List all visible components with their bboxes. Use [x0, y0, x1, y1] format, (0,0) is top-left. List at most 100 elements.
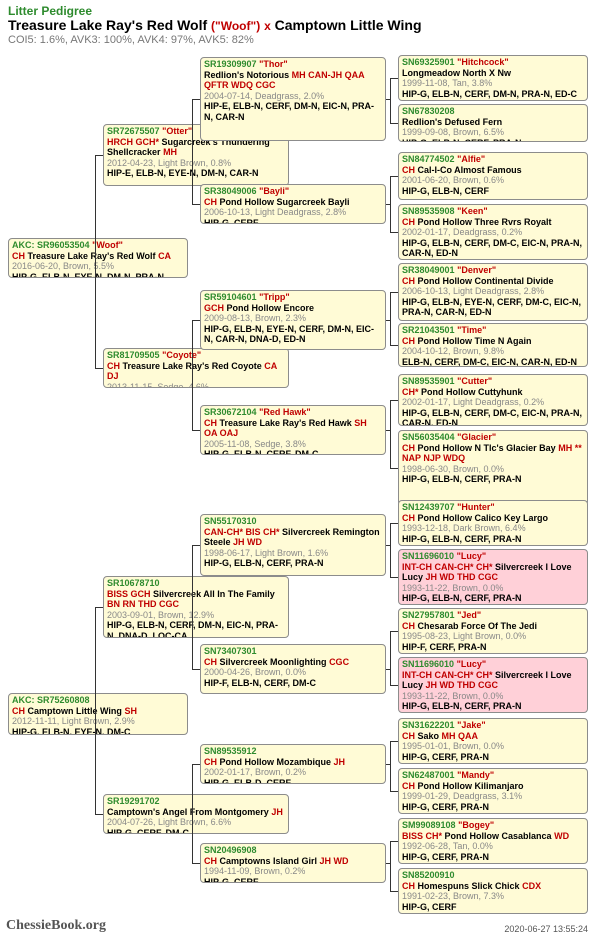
dog-name[interactable]: Sako — [417, 730, 440, 741]
registration-number: SR10678710 — [107, 578, 160, 588]
dog-card[interactable]: SN62487001 "Mandy"CH Pond Hollow Kiliman… — [398, 768, 588, 814]
dog-card[interactable]: SM99089108 "Bogey"BISS CH* Pond Hollow C… — [398, 818, 588, 864]
dog-name[interactable]: Pond Hollow Casablanca — [444, 830, 552, 841]
dog-name[interactable]: Silvercreek Remington Steele — [204, 526, 380, 548]
dog-name[interactable]: Treasure Lake Ray's Red Wolf — [27, 250, 156, 261]
registration-line: SN84774502 "Alfie" — [402, 154, 584, 165]
dog-card[interactable]: SN27957801 "Jed"CH Chesarab Force Of The… — [398, 608, 588, 654]
dog-name[interactable]: Camptown Little Wing — [27, 705, 122, 716]
sire-name[interactable]: Treasure Lake Ray's Red Wolf — [8, 17, 208, 33]
dog-name[interactable]: Longmeadow North X Nw — [402, 67, 511, 78]
dog-name[interactable]: Silvercreek All In The Family — [153, 588, 275, 599]
title-prefix: CH — [402, 164, 415, 175]
registration-number: SN11696010 — [402, 659, 455, 669]
dog-info: 2004-07-26, Light Brown, 6.6% — [107, 817, 232, 827]
dog-info: 2006-10-13, Light Deadgrass, 2.8% — [402, 286, 545, 296]
site-logo[interactable]: ChessieBook.org — [6, 918, 106, 933]
litter-title: Treasure Lake Ray's Red Wolf ("Woof") x … — [8, 17, 422, 33]
title-suffix: MH — [163, 147, 178, 157]
registration-line: AKC: SR75260808 — [12, 695, 184, 706]
dog-card[interactable]: SR21043501 "Time"CH Pond Hollow Time N A… — [398, 323, 588, 367]
dog-name[interactable]: Silvercreek Moonlighting — [219, 656, 327, 667]
dog-card[interactable]: SR30672104 "Red Hawk"CH Treasure Lake Ra… — [200, 405, 386, 455]
dog-name[interactable]: Redlion's Defused Fern — [402, 116, 503, 127]
registration-line: SN11696010 "Lucy" — [402, 551, 584, 562]
dog-card[interactable]: SN12439707 "Hunter"CH Pond Hollow Calico… — [398, 500, 588, 546]
name-line: CH Treasure Lake Ray's Red Wolf CA — [12, 251, 184, 262]
dog-card[interactable]: SN89535908 "Keen"CH Pond Hollow Three Rv… — [398, 204, 588, 260]
section-title: Litter Pedigree — [8, 4, 93, 18]
registration-number: SN20496908 — [204, 845, 257, 855]
dog-name[interactable]: Camptowns Island Girl — [219, 855, 318, 866]
dog-name[interactable]: Pond Hollow Encore — [226, 302, 315, 313]
dog-card[interactable]: SN11696010 "Lucy"INT-CH CAN-CH* CH* Silv… — [398, 549, 588, 605]
call-name: "Hitchcock" — [457, 57, 509, 67]
title-prefix: CH — [402, 620, 415, 631]
dog-name[interactable]: Camptown's Angel From Montgomery — [107, 806, 269, 817]
registration-line: SN11696010 "Lucy" — [402, 659, 584, 670]
name-line: CH Pond Hollow N Tlc's Glacier Bay MH **… — [402, 443, 584, 464]
health-clearances: HIP-G, ELB-D, CERF — [204, 777, 291, 784]
health-clearances: HIP-G, ELB-N, CERF, DM-C, EIC-N, PRA-N, … — [402, 407, 582, 426]
dog-name[interactable]: Silvercreek I Love Lucy — [402, 669, 572, 691]
dog-name[interactable]: Silvercreek I Love Lucy — [402, 561, 572, 583]
registration-line: SR59104601 "Tripp" — [204, 292, 382, 303]
registration-line: SN67830208 — [402, 106, 584, 117]
dog-name[interactable]: Pond Hollow Continental Divide — [417, 275, 554, 286]
dog-name[interactable]: Sugarcreek's Thundering Shellcracker — [107, 136, 270, 158]
registration-number: SM99089108 — [402, 820, 456, 830]
registration-line: SN69325901 "Hitchcock" — [402, 57, 584, 68]
dog-name[interactable]: Pond Hollow Mozambique — [219, 756, 332, 767]
health-clearances: HIP-G, ELB-N, CERF, PRA-N — [204, 558, 324, 568]
dog-name[interactable]: Cal-I-Co Almost Famous — [417, 164, 522, 175]
connector-line — [390, 400, 391, 469]
dog-card[interactable]: SN11696010 "Lucy"INT-CH CAN-CH* CH* Silv… — [398, 657, 588, 713]
dog-info: 2009-08-13, Brown, 2.3% — [204, 313, 307, 323]
title-prefix: GCH — [204, 302, 224, 313]
dog-card[interactable]: SR81709505 "Coyote"CH Treasure Lake Ray'… — [103, 348, 289, 388]
dog-name[interactable]: Redlion's Notorious — [204, 69, 290, 80]
dog-card[interactable]: SR38049001 "Denver"CH Pond Hollow Contin… — [398, 263, 588, 321]
dog-card[interactable]: SR19309907 "Thor"Redlion's Notorious MH … — [200, 57, 386, 141]
title-suffix: CDX — [522, 880, 542, 891]
dog-name[interactable]: Chesarab Force Of The Jedi — [417, 620, 538, 631]
dog-card[interactable]: AKC: SR96053504 "Woof"CH Treasure Lake R… — [8, 238, 188, 278]
call-name: "Woof" — [92, 240, 123, 250]
title-suffix: WD — [554, 830, 570, 841]
dog-card[interactable]: SN84774502 "Alfie"CH Cal-I-Co Almost Fam… — [398, 152, 588, 200]
name-line: Redlion's Defused Fern — [402, 117, 584, 128]
dog-name[interactable]: Pond Hollow Time N Again — [417, 335, 532, 346]
dog-card[interactable]: SR59104601 "Tripp"GCH Pond Hollow Encore… — [200, 290, 386, 350]
dog-name[interactable]: Treasure Lake Ray's Red Hawk — [219, 417, 352, 428]
dog-name[interactable]: Pond Hollow Sugarcreek Bayli — [219, 196, 350, 207]
call-name: "Otter" — [162, 126, 193, 136]
registration-line: SR21043501 "Time" — [402, 325, 584, 336]
dam-name[interactable]: Camptown Little Wing — [274, 17, 422, 33]
connector-line — [386, 320, 390, 321]
dog-card[interactable]: SN56035404 "Glacier"CH Pond Hollow N Tlc… — [398, 430, 588, 506]
dog-name[interactable]: Homespuns Slick Chick — [417, 880, 520, 891]
title-prefix: CH — [12, 250, 25, 261]
call-name: "Keen" — [457, 206, 488, 216]
dog-info: 1998-06-30, Brown, 0.0% — [402, 463, 505, 474]
dog-name[interactable]: Pond Hollow Kilimanjaro — [417, 780, 524, 791]
dog-name[interactable]: Pond Hollow Cuttyhunk — [421, 386, 523, 397]
dog-name[interactable]: Pond Hollow Calico Key Largo — [417, 512, 549, 523]
name-line: CH* Pond Hollow Cuttyhunk — [402, 387, 584, 398]
name-line: CH Treasure Lake Ray's Red Hawk SH OA OA… — [204, 418, 382, 439]
dog-name[interactable]: Pond Hollow N Tlc's Glacier Bay — [417, 442, 556, 453]
dog-card[interactable]: SN69325901 "Hitchcock"Longmeadow North X… — [398, 55, 588, 101]
dog-card[interactable]: SN89535901 "Cutter"CH* Pond Hollow Cutty… — [398, 374, 588, 426]
dog-card[interactable]: SR38049006 "Bayli"CH Pond Hollow Sugarcr… — [200, 184, 386, 224]
dog-name[interactable]: Pond Hollow Three Rvrs Royalt — [417, 216, 552, 227]
